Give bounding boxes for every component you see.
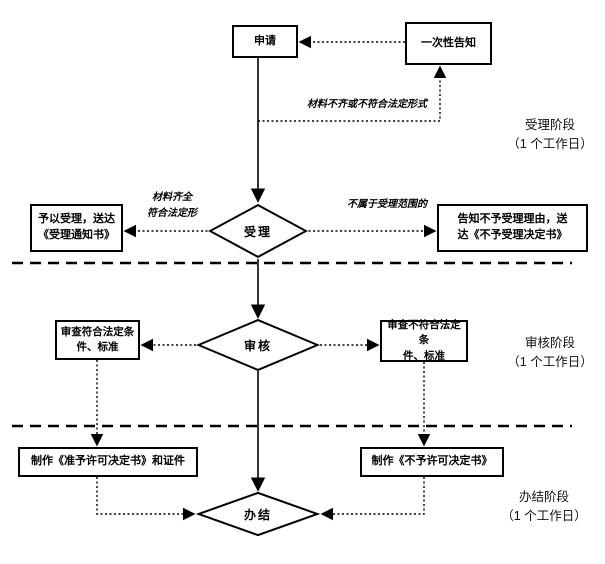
node-grant-accept-label: 予以受理，送达 《受理通知书》 bbox=[38, 213, 115, 241]
edge-label-out-of-scope: 不属于受理范围的 bbox=[347, 199, 427, 210]
stage-label-accept: 受理阶段 （1 个工作日） bbox=[507, 118, 593, 152]
node-review-fail: 审查不符合法定条 件、标准 bbox=[380, 319, 468, 362]
node-review-diamond: 审核 bbox=[196, 319, 320, 371]
finish-diamond-shape bbox=[196, 492, 320, 536]
node-accept-label: 受理 bbox=[243, 224, 272, 239]
node-make-deny: 制作《不予许可决定书》 bbox=[360, 447, 504, 477]
edge-label-complete: 材料齐全 符合法定形 bbox=[147, 192, 197, 219]
node-finish-diamond: 办结 bbox=[196, 492, 320, 536]
node-make-deny-label: 制作《不予许可决定书》 bbox=[371, 455, 493, 468]
node-reject-accept-label: 告知不予受理理由，送 达《不予受理决定书》 bbox=[457, 213, 568, 241]
node-make-grant: 制作《准予许可决定书》和证件 bbox=[18, 447, 198, 477]
accept-diamond-shape bbox=[208, 204, 308, 258]
edge-label-incomplete: 材料不齐或不符合法定形式 bbox=[307, 99, 427, 110]
node-review-pass: 审查符合法定条 件、标准 bbox=[55, 320, 140, 360]
stage-label-finish: 办结阶段 （1 个工作日） bbox=[501, 490, 587, 524]
node-one-time-notice: 一次性告知 bbox=[405, 22, 492, 65]
edge-incomplete-to-notice bbox=[258, 65, 447, 122]
node-apply: 申请 bbox=[232, 25, 298, 58]
stage-label-review: 审核阶段 （1 个工作日） bbox=[507, 336, 593, 370]
node-make-grant-label: 制作《准予许可决定书》和证件 bbox=[31, 455, 185, 468]
review-diamond-shape bbox=[196, 319, 320, 371]
node-review-label: 审核 bbox=[243, 338, 272, 353]
node-review-fail-label: 审查不符合法定条 件、标准 bbox=[387, 319, 461, 362]
node-reject-accept: 告知不予受理理由，送 达《不予受理决定书》 bbox=[437, 204, 588, 252]
node-accept-diamond: 受理 bbox=[208, 204, 308, 258]
node-review-pass-label: 审查符合法定条 件、标准 bbox=[60, 325, 135, 353]
node-one-time-notice-label: 一次性告知 bbox=[421, 36, 476, 49]
edge-makedeny-to-finish bbox=[320, 477, 425, 521]
node-apply-label: 申请 bbox=[254, 34, 276, 47]
node-finish-label: 办结 bbox=[243, 507, 272, 522]
node-grant-accept: 予以受理，送达 《受理通知书》 bbox=[30, 204, 123, 252]
edge-makegrant-to-finish bbox=[96, 477, 196, 521]
